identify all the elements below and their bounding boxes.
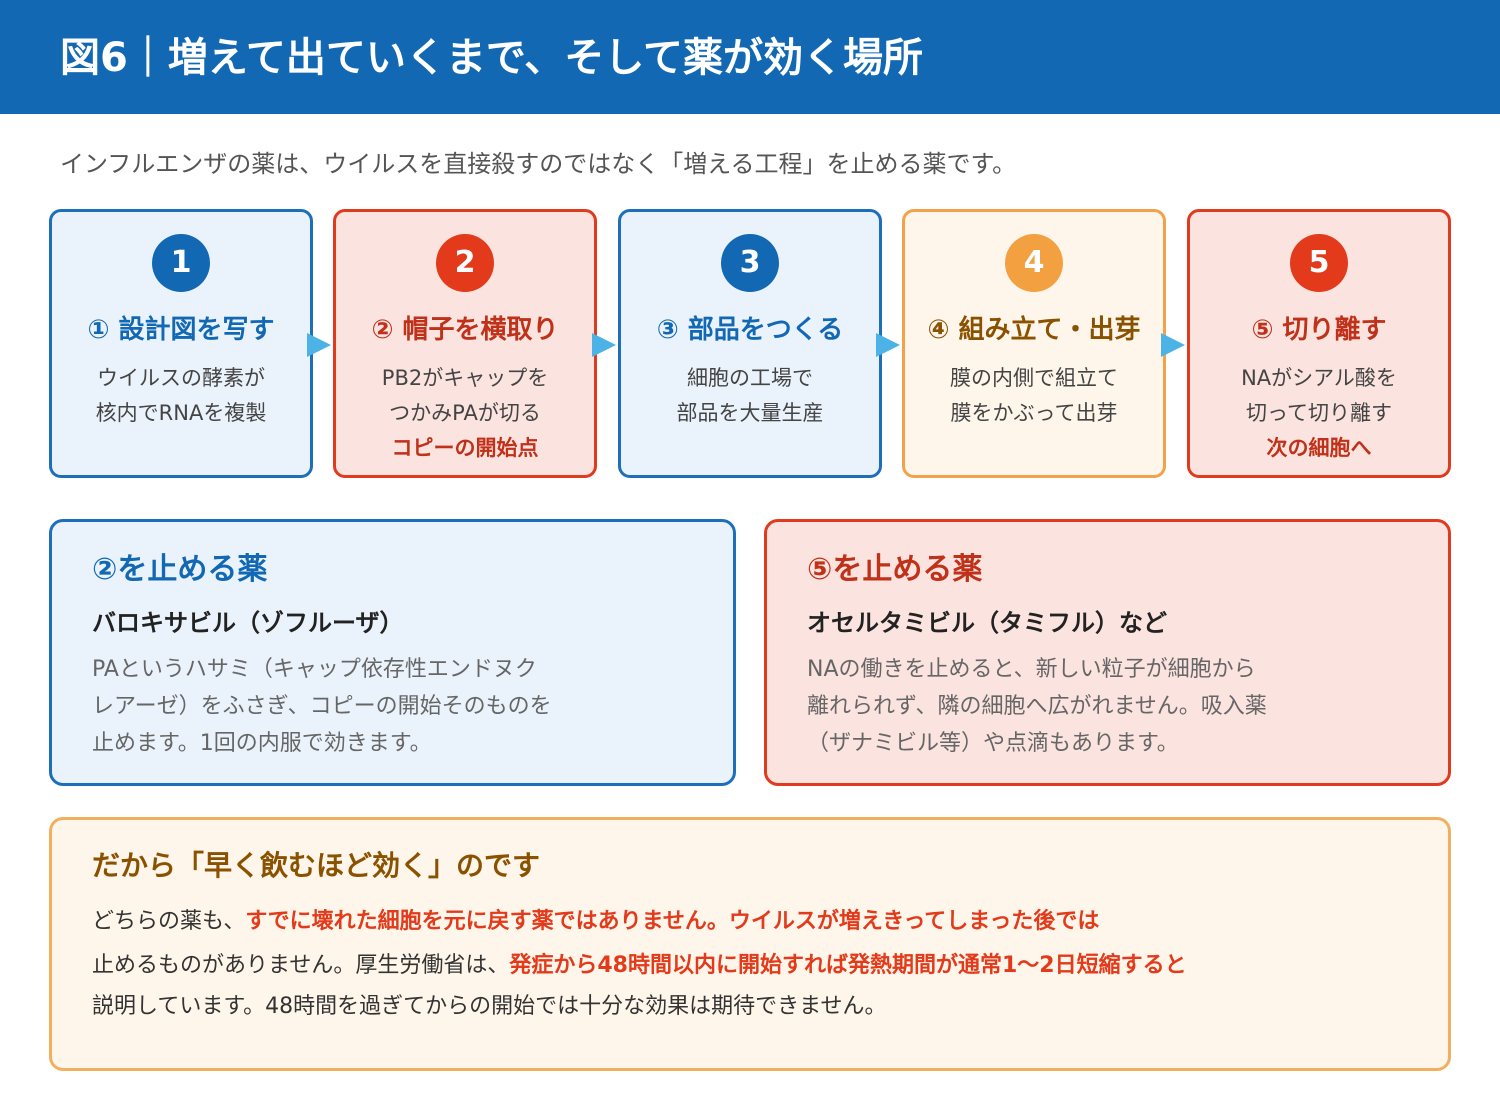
step-title: ① 設計図を写す <box>87 315 275 345</box>
step-description: ウイルスの酵素が <box>97 366 265 390</box>
step-card-3: 3 ③ 部品をつくる 細胞の工場で 部品を大量生産 <box>618 209 882 478</box>
summary-emphasis: すでに壊れた細胞を元に戻す薬ではありません。ウイルスが増えきってしまった後では <box>245 909 1100 934</box>
summary-line: 止めるものがありません。厚生労働省は、発症から48時間以内に開始すれば発熱期間が… <box>92 950 1187 982</box>
step-title: ④ 組み立て・出芽 <box>927 315 1141 345</box>
step-card-1: 1 ① 設計図を写す ウイルスの酵素が 核内でRNAを複製 <box>49 209 313 478</box>
summary-text: 説明しています。48時間を過ぎてからの開始では十分な効果は期待できません。 <box>92 994 887 1019</box>
page-title: 図6｜増えて出ていくまで、そして薬が効く場所 <box>60 35 924 81</box>
step-description: 切って切り離す <box>1246 401 1392 425</box>
step-card-2: 2 ② 帽子を横取り PB2がキャップを つかみPAが切る コピーの開始点 <box>333 209 597 478</box>
step-number-badge: 3 <box>721 234 779 292</box>
step-description: 膜の内側で組立て <box>950 366 1118 390</box>
drug-description: （ザナミビル等）や点滴もあります。 <box>807 731 1179 756</box>
step-card-5: 5 ⑤ 切り離す NAがシアル酸を 切って切り離す 次の細胞へ <box>1187 209 1451 478</box>
summary-text: 止めるものがありません。厚生労働省は、 <box>92 953 510 978</box>
drug-description: PAというハサミ（キャップ依存性エンドヌク <box>92 657 537 682</box>
drug-box-oseltamivir: ⑤を止める薬 オセルタミビル（タミフル）など NAの働きを止めると、新しい粒子が… <box>764 519 1451 786</box>
drug-description: 離れられず、隣の細胞へ広がれません。吸入薬 <box>807 694 1267 719</box>
summary-title: だから「早く飲むほど効く」のです <box>92 849 541 882</box>
drug-description: 止めます。1回の内服で効きます。 <box>92 731 432 756</box>
drug-description: レアーゼ）をふさぎ、コピーの開始そのものを <box>92 694 552 719</box>
step-description: つかみPAが切る <box>389 401 541 425</box>
arrow-right-icon <box>307 333 331 357</box>
arrow-right-icon <box>876 333 900 357</box>
summary-emphasis: 発症から48時間以内に開始すれば発熱期間が通常1〜2日短縮すると <box>509 953 1187 978</box>
step-description: NAがシアル酸を <box>1241 366 1397 390</box>
drug-name: バロキサビル（ゾフルーザ） <box>92 609 404 637</box>
header-bar: 図6｜増えて出ていくまで、そして薬が効く場所 <box>0 0 1500 114</box>
step-description: 部品を大量生産 <box>676 401 824 425</box>
drug-box-title: ②を止める薬 <box>92 552 268 587</box>
step-description: PB2がキャップを <box>381 366 549 390</box>
drug-description: NAの働きを止めると、新しい粒子が細胞から <box>807 657 1256 682</box>
step-number-badge: 4 <box>1005 234 1063 292</box>
step-title: ③ 部品をつくる <box>656 315 844 345</box>
arrow-right-icon <box>592 333 616 357</box>
summary-text: どちらの薬も、 <box>92 909 246 934</box>
step-highlight: 次の細胞へ <box>1266 436 1372 460</box>
step-number-badge: 1 <box>152 234 210 292</box>
step-description: 膜をかぶって出芽 <box>950 401 1118 425</box>
step-number-badge: 5 <box>1290 234 1348 292</box>
step-highlight: コピーの開始点 <box>391 436 539 460</box>
step-title: ⑤ 切り離す <box>1251 315 1387 345</box>
step-card-4: 4 ④ 組み立て・出芽 膜の内側で組立て 膜をかぶって出芽 <box>902 209 1166 478</box>
drug-box-baloxavir: ②を止める薬 バロキサビル（ゾフルーザ） PAというハサミ（キャップ依存性エンド… <box>49 519 736 786</box>
summary-box: だから「早く飲むほど効く」のです どちらの薬も、すでに壊れた細胞を元に戻す薬では… <box>49 817 1451 1071</box>
summary-line: どちらの薬も、すでに壊れた細胞を元に戻す薬ではありません。ウイルスが増えきってし… <box>92 906 1099 938</box>
arrow-right-icon <box>1161 333 1185 357</box>
step-description: 細胞の工場で <box>687 366 813 390</box>
intro-text: インフルエンザの薬は、ウイルスを直接殺すのではなく「増える工程」を止める薬です。 <box>60 150 1017 178</box>
step-number-badge: 2 <box>436 234 494 292</box>
drug-name: オセルタミビル（タミフル）など <box>807 609 1167 637</box>
step-title: ② 帽子を横取り <box>371 315 559 345</box>
drug-box-title: ⑤を止める薬 <box>807 552 983 587</box>
step-description: 核内でRNAを複製 <box>95 401 267 425</box>
